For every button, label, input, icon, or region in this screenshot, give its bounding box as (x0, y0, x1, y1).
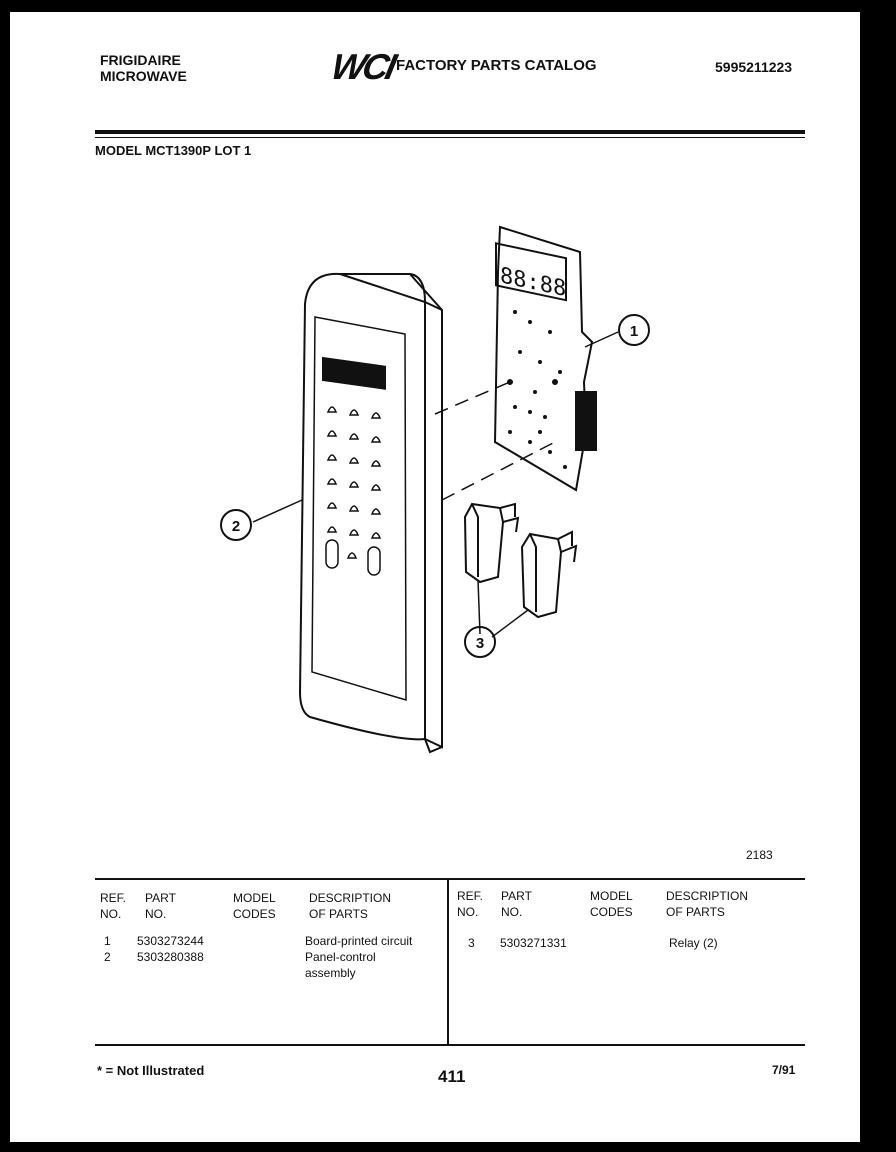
relay-right (520, 530, 578, 619)
callout-1-label: 1 (630, 323, 638, 340)
callout-2-circle (220, 509, 252, 541)
callout-3-circle (464, 626, 496, 658)
header-description-right: DESCRIPTION OF PARTS (666, 889, 749, 919)
board-connector (575, 391, 597, 451)
header-part-no-left: PART NO. (145, 891, 176, 921)
header-rule (95, 130, 805, 134)
brand-block: FRIGIDAIRE MICROWAVE (100, 52, 187, 84)
catalog-number: 5995211223 (715, 59, 793, 75)
row-description: Board-printed circuit (305, 934, 413, 948)
callout-1-circle (618, 314, 650, 346)
header-model-codes-right: MODEL CODES (590, 889, 633, 919)
leader-1 (584, 331, 619, 348)
circuit-board (493, 225, 594, 492)
callout-2-label: 2 (232, 518, 240, 535)
row-ref: 3 (468, 936, 475, 950)
board-display (495, 242, 567, 302)
assembly-line-2 (441, 441, 556, 501)
header-ref-no-left: REF. NO. (100, 891, 127, 921)
assembly-line-1 (434, 381, 511, 415)
header-rule-thin (95, 137, 805, 138)
exploded-parts-diagram: 88:88 (220, 225, 650, 754)
panel-inner-face (311, 316, 407, 702)
header-description-left: DESCRIPTION OF PARTS (309, 891, 392, 921)
leader-3b (491, 609, 529, 638)
row-description: Relay (2) (669, 936, 718, 950)
panel-display-window (322, 356, 386, 390)
keypad-buttons (325, 406, 382, 576)
row-ref: 2 (104, 950, 111, 964)
row-part-number: 5303273244 (137, 934, 204, 948)
product-line: MICROWAVE (100, 68, 187, 84)
leader-2 (252, 499, 303, 523)
revision-date: 7/91 (772, 1063, 796, 1077)
callout-3-label: 3 (476, 635, 484, 652)
row-part-number: 5303271331 (500, 936, 567, 950)
catalog-page: FRIGIDAIRE MICROWAVE WCI FACTORY PARTS C… (10, 12, 860, 1142)
not-illustrated-note: * = Not Illustrated (97, 1063, 205, 1078)
leader-3a (477, 579, 481, 635)
control-panel-outline (298, 272, 426, 741)
relay-left (463, 502, 520, 584)
row-ref: 1 (104, 934, 111, 948)
figure-number: 2183 (746, 848, 773, 862)
panel-mount-tab (424, 738, 443, 754)
table-divider (447, 878, 449, 1046)
board-display-digits: 88:88 (500, 262, 566, 302)
catalog-title: FACTORY PARTS CATALOG (396, 57, 597, 74)
page-number: 411 (438, 1067, 466, 1086)
row-part-number: 5303280388 (137, 950, 204, 964)
header-part-no-right: PART NO. (501, 889, 532, 919)
table-bottom-rule (95, 1044, 805, 1046)
board-components (507, 310, 567, 469)
model-line: MODEL MCT1390P LOT 1 (95, 143, 252, 158)
row-description: Panel-control assembly (305, 950, 376, 980)
header-model-codes-left: MODEL CODES (233, 891, 276, 921)
brand-name: FRIGIDAIRE (100, 52, 181, 68)
table-top-rule (95, 878, 805, 880)
header-ref-no-right: REF. NO. (457, 889, 484, 919)
